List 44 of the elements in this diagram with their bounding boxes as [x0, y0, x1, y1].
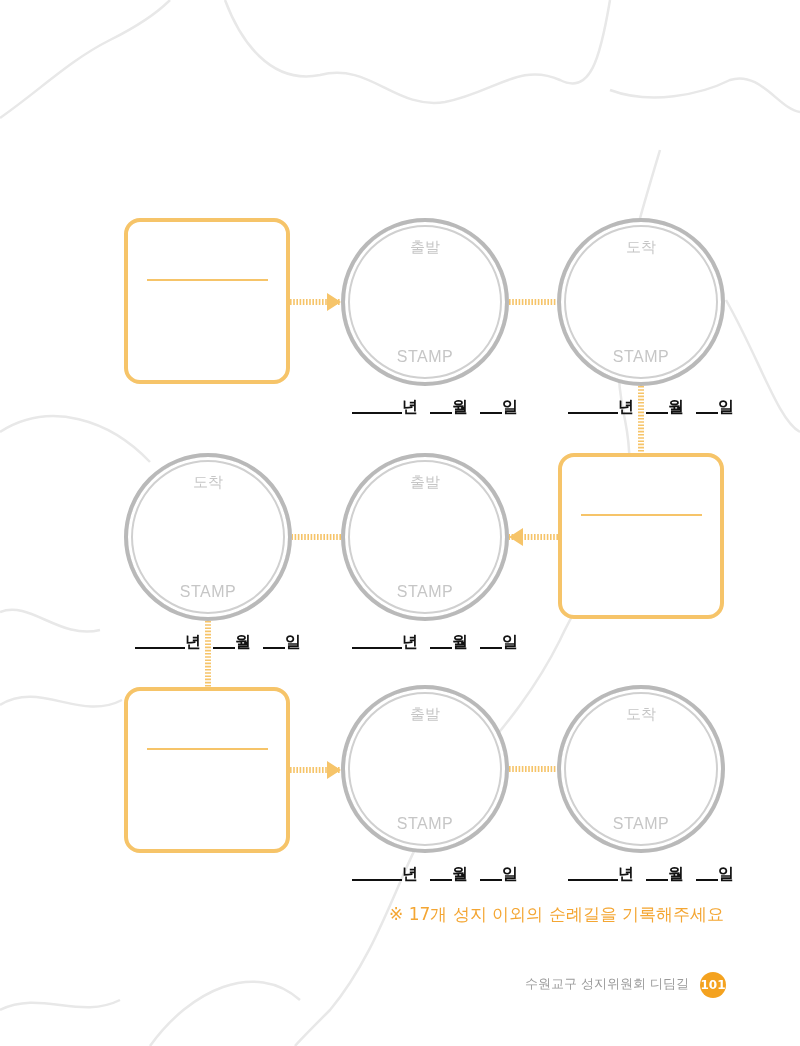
page-number: 101 — [700, 972, 726, 998]
date-label: 월 — [668, 865, 684, 883]
date-label: 일 — [718, 865, 734, 883]
note-text: ※ 17개 성지 이외의 순례길을 기록해주세요 — [389, 903, 724, 926]
date-label: 월 — [235, 633, 251, 651]
date-label: 일 — [502, 633, 518, 651]
arrow — [290, 293, 341, 311]
footer-text: 수원교구 성지위원회 디딤길 — [525, 976, 689, 993]
date-label: 월 — [452, 633, 468, 651]
date-label: 년 — [402, 633, 418, 651]
date-label: 월 — [452, 865, 468, 883]
date-label: 일 — [718, 398, 734, 416]
arrow — [509, 528, 558, 546]
connector-line — [205, 621, 211, 687]
date-label: 일 — [502, 398, 518, 416]
stamp-caption: STAMP — [179, 583, 237, 601]
date-label: 일 — [285, 633, 301, 651]
stamp-heading: 출발 — [410, 238, 440, 256]
date-label: 년 — [618, 865, 634, 883]
stamp-caption: STAMP — [396, 348, 454, 366]
connector-line — [509, 766, 557, 772]
connector-line — [638, 386, 644, 453]
connector-line — [509, 299, 557, 305]
record-box — [124, 218, 290, 384]
stamp-heading: 도착 — [193, 473, 223, 491]
stamp-heading: 출발 — [410, 705, 440, 723]
arrow — [290, 761, 341, 779]
record-box — [558, 453, 724, 619]
date-label: 월 — [452, 398, 468, 416]
record-box — [124, 687, 290, 853]
stamp-caption: STAMP — [396, 815, 454, 833]
stamp-heading: 출발 — [410, 473, 440, 491]
date-label: 월 — [668, 398, 684, 416]
connector-line — [292, 534, 341, 540]
stamp-caption: STAMP — [396, 583, 454, 601]
stamp-heading: 도착 — [626, 238, 656, 256]
stamp-heading: 도착 — [626, 705, 656, 723]
date-label: 년 — [402, 398, 418, 416]
date-label: 일 — [502, 865, 518, 883]
stamp-caption: STAMP — [612, 348, 670, 366]
date-label: 년 — [618, 398, 634, 416]
date-label: 년 — [185, 633, 201, 651]
date-label: 년 — [402, 865, 418, 883]
stamp-caption: STAMP — [612, 815, 670, 833]
